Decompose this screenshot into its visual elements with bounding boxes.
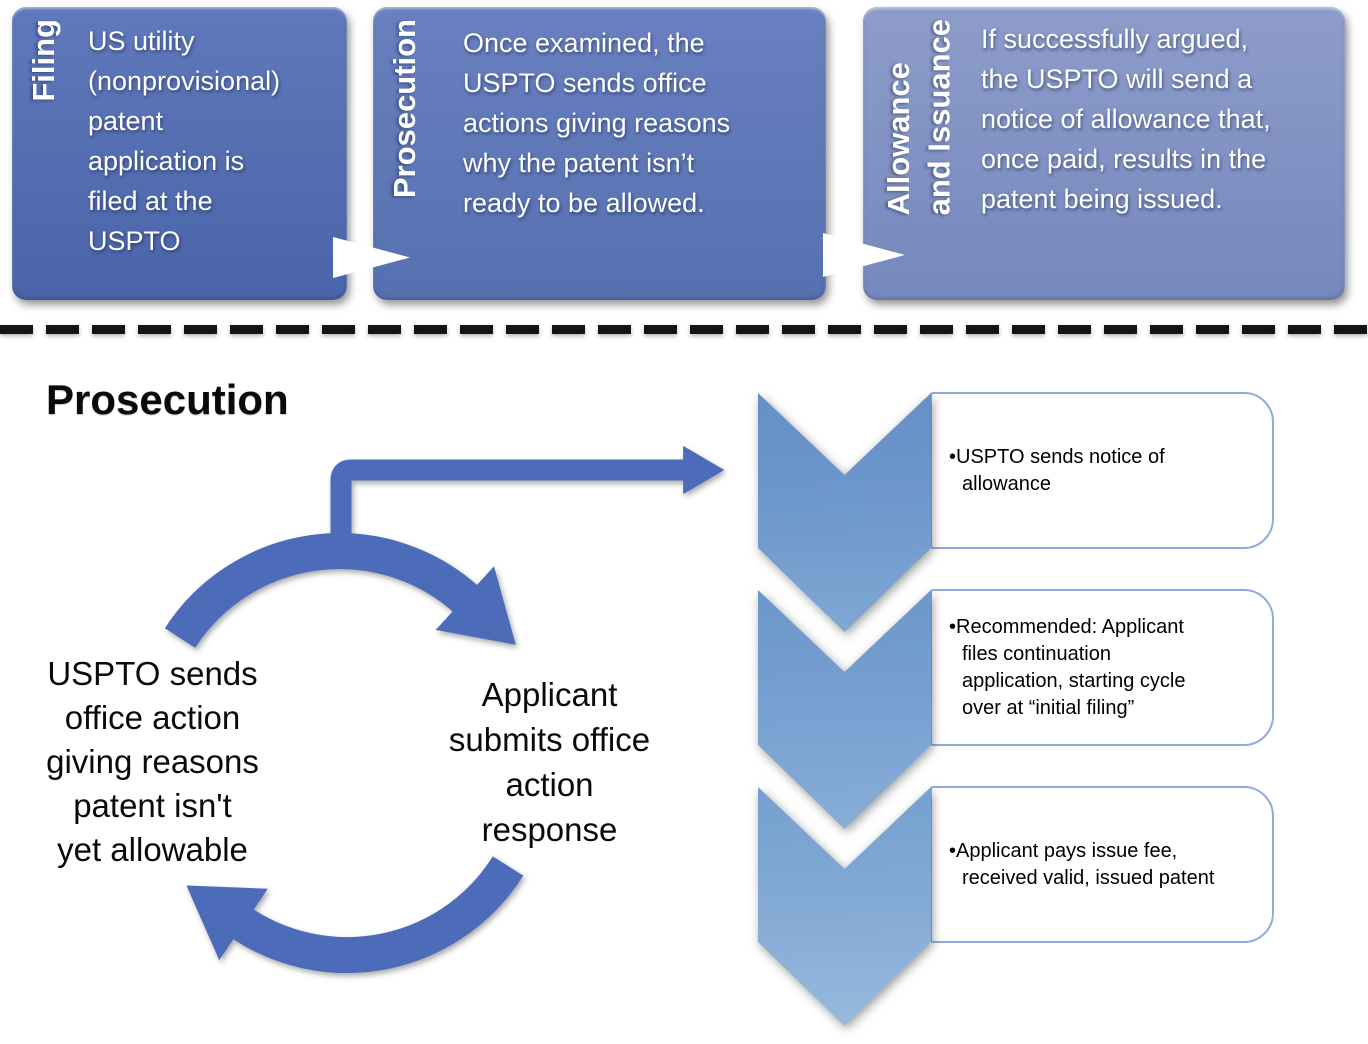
stage-box-prosecution: Prosecution Once examined, the USPTO sen…	[373, 7, 826, 300]
stage-description-allowance: If successfully argued, the USPTO will s…	[981, 24, 1271, 214]
outcome-text: •Applicant pays issue fee, received vali…	[949, 839, 1215, 889]
elbow-arrow-to-chevrons	[330, 445, 725, 534]
dashed-divider	[0, 325, 1368, 334]
cycle-step-uspto-office-action: USPTO sends office action giving reasons…	[46, 655, 259, 868]
down-chevron-icon	[758, 787, 931, 1026]
outcome-box-notice-of-allowance: •USPTO sends notice of allowance	[930, 392, 1274, 549]
outcome-box-issue-fee: •Applicant pays issue fee, received vali…	[930, 786, 1274, 943]
cycle-step-applicant-response: Applicant submits office action response	[448, 676, 651, 848]
down-chevron-icon	[758, 393, 931, 632]
cycle-arc-top	[164, 533, 516, 648]
cycle-arc-bottom	[186, 856, 524, 974]
stage-box-filing: Filing US utility (nonprovisional) paten…	[12, 7, 347, 300]
outcome-text: •USPTO sends notice of allowance	[949, 445, 1165, 495]
section-title: Prosecution	[46, 376, 289, 423]
stage-box-allowance: Allowance and Issuance If successfully a…	[863, 7, 1345, 300]
down-chevron-icon	[758, 590, 931, 829]
outcome-text: •Recommended: Applicant files continuati…	[949, 615, 1186, 719]
outcome-box-continuation: •Recommended: Applicant files continuati…	[930, 589, 1274, 746]
stage-description-prosecution: Once examined, the USPTO sends office ac…	[463, 28, 731, 218]
stage-description-filing: US utility (nonprovisional) patent appli…	[88, 26, 281, 256]
